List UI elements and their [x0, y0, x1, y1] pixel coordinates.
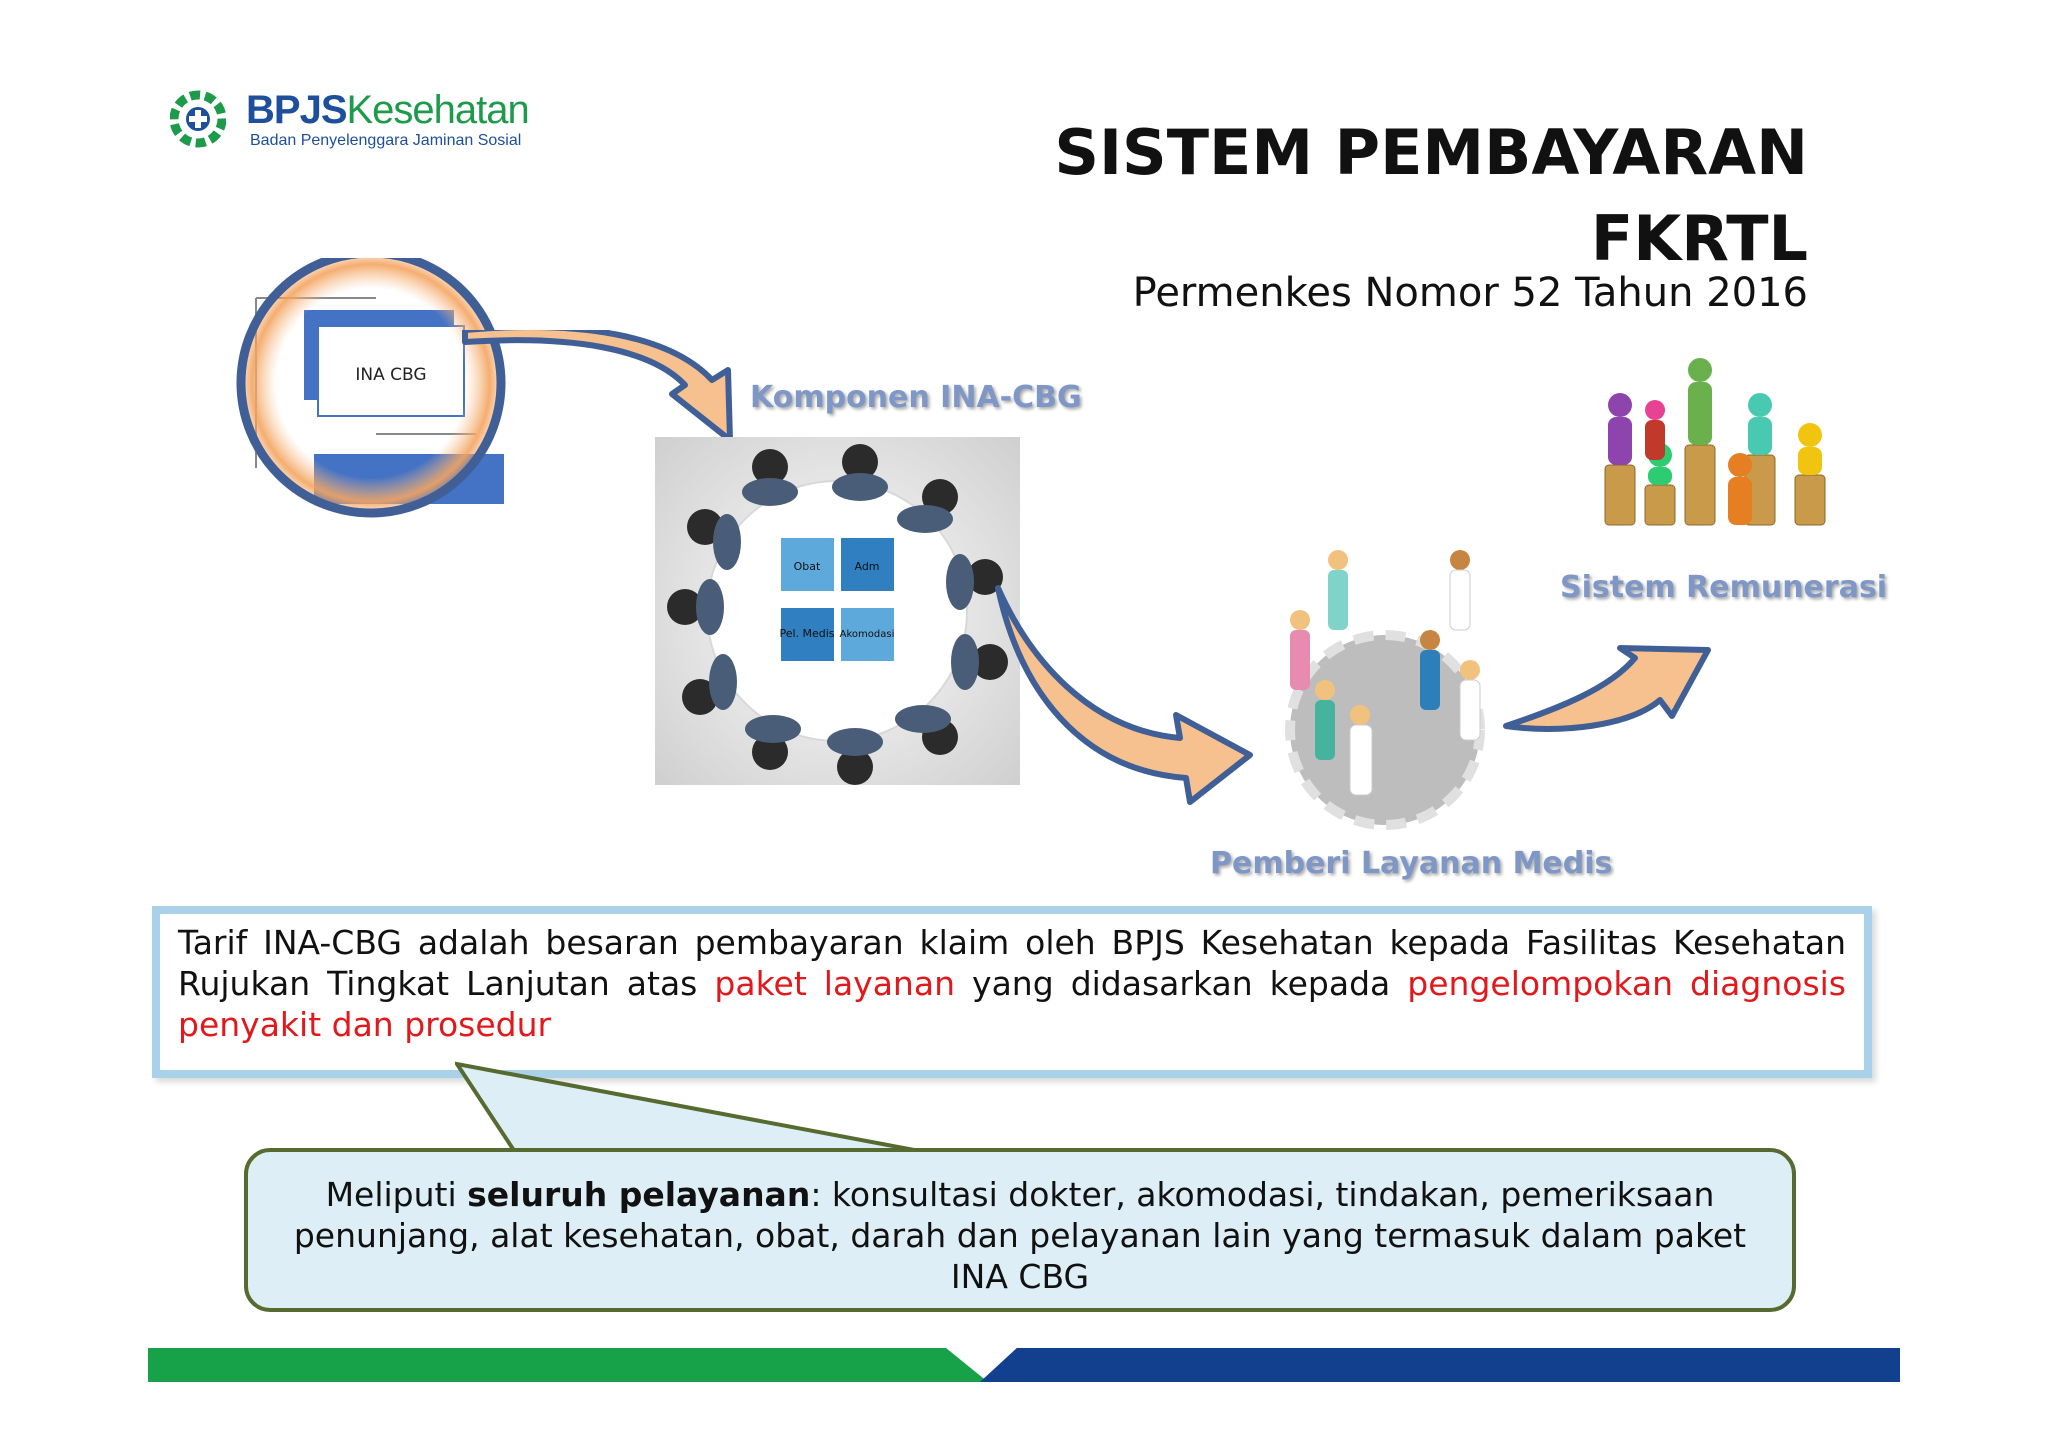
puzzle-piece-obat: Obat [794, 560, 821, 573]
pemberi-layanan-medis-label: Pemberi Layanan Medis [1210, 846, 1613, 881]
definition-highlight-paket-layanan: paket layanan [714, 964, 955, 1003]
flow-arrow-2-icon [995, 585, 1253, 805]
komponen-ina-cbg-label: Komponen INA-CBG [750, 380, 1082, 415]
page-subtitle: Permenkes Nomor 52 Tahun 2016 [1132, 270, 1808, 316]
puzzle-piece-adm: Adm [854, 560, 879, 573]
logo-brand-name: BPJSKesehatan [246, 88, 530, 132]
footer-blue-bar [980, 1348, 1900, 1382]
definition-box: Tarif INA-CBG adalah besaran pembayaran … [152, 906, 1872, 1078]
sistem-remunerasi-label: Sistem Remunerasi [1560, 570, 1888, 605]
bpjs-emblem-icon [170, 90, 226, 148]
logo-tagline: Badan Penyelenggara Jaminan Sosial [250, 132, 522, 149]
footer-green-bar [148, 1348, 988, 1382]
medical-staff-globe-image [1285, 550, 1485, 830]
scope-rest-text: : konsultasi dokter, akomodasi, tindakan… [293, 1175, 1747, 1296]
definition-highlight-pengelompokan: pengelompokan diagnosis penyakit dan pro… [178, 964, 1847, 1044]
callout-pointer [455, 1061, 926, 1154]
bpjs-logo: BPJSKesehatan Badan Penyelenggara Jamina… [170, 88, 530, 154]
meeting-puzzle-image: Obat Adm Pel. Medis Akomodasi [655, 437, 1020, 785]
definition-text-1: Tarif INA-CBG adalah besaran pembayaran … [178, 923, 1846, 1003]
page-title: SISTEM PEMBAYARAN FKRTL [1054, 110, 1808, 282]
ina-cbg-diagram: INA CBG [236, 258, 506, 518]
remuneration-figures-image [1604, 358, 1826, 526]
meeting-table-illustration: Obat Adm Pel. Medis Akomodasi [667, 444, 1008, 785]
flow-arrow-1-icon [462, 330, 733, 443]
ina-cbg-box-label: INA CBG [355, 365, 426, 385]
page-title-line1: SISTEM PEMBAYARAN [1054, 116, 1808, 189]
definition-text-2: yang didasarkan kepada [955, 964, 1408, 1003]
puzzle-piece-pel-medis: Pel. Medis [779, 627, 834, 640]
scope-prefix: Meliputi [325, 1175, 468, 1214]
flow-arrow-3-icon [1503, 645, 1711, 732]
puzzle-piece-akomodasi: Akomodasi [840, 629, 895, 640]
page-title-line2: FKRTL [1590, 202, 1808, 275]
scope-callout-box: Meliputi seluruh pelayanan: konsultasi d… [244, 1148, 1796, 1312]
scope-bold-text: seluruh pelayanan [467, 1175, 811, 1214]
